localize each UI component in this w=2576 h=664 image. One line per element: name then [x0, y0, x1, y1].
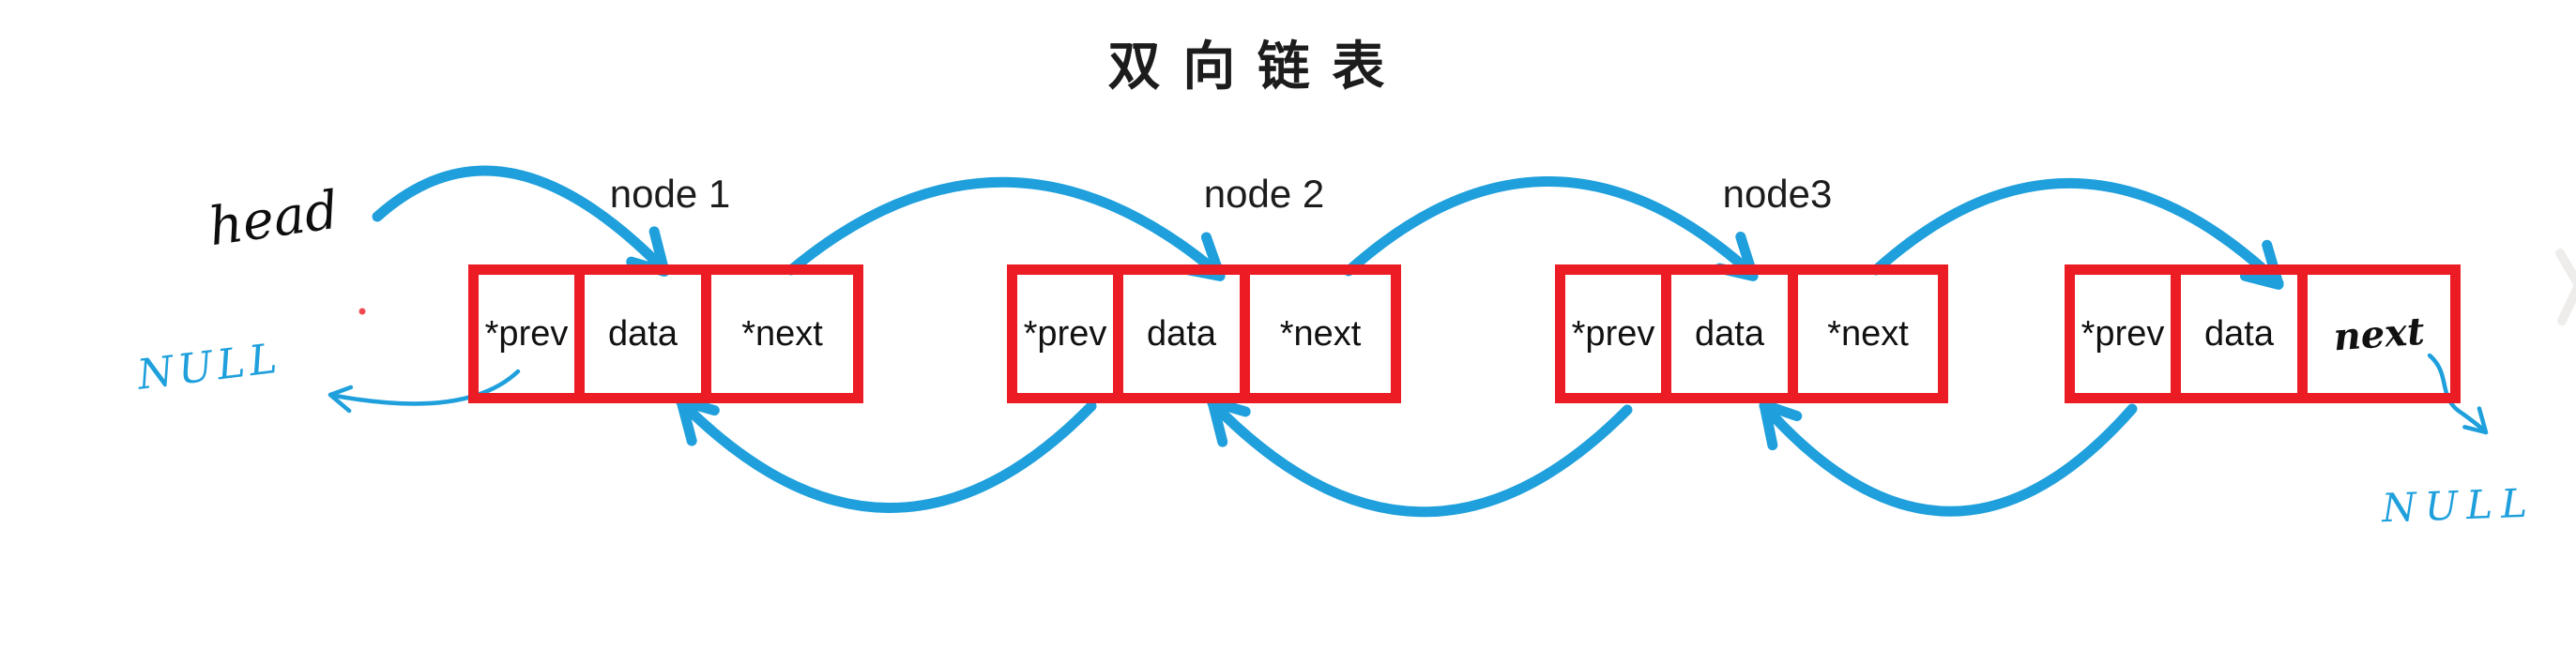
arrow-node1-next-to-node2: [785, 176, 1226, 281]
node-1: *prev data *next: [468, 264, 863, 403]
null-label-right: NULL: [2381, 479, 2537, 532]
arrow-node2-next-to-node3: [1343, 176, 1759, 281]
node3-label: node3: [1722, 172, 1833, 216]
arrow-node2-prev-to-node1: [676, 396, 1097, 513]
node-4: *prev data next: [2065, 264, 2461, 403]
node-3: *prev data *next: [1555, 264, 1948, 403]
arrow-node4-next-to-null: [2427, 353, 2489, 435]
node2-next-cell: *next: [1279, 313, 1362, 354]
arrow-node3-prev-to-node2: [1207, 397, 1633, 518]
node3-prev-cell: *prev: [1571, 313, 1655, 354]
node2-label: node 2: [1203, 172, 1325, 216]
red-speck: [358, 308, 366, 315]
node1-prev-cell: *prev: [484, 313, 569, 354]
arrow-node3-next-to-node4: [1870, 178, 2284, 290]
node-2: *prev data *next: [1007, 264, 1401, 403]
page-title: 双 向 链 表: [1107, 37, 1389, 96]
node4-prev-cell: *prev: [2081, 313, 2165, 354]
node2-prev-cell: *prev: [1023, 313, 1107, 354]
node3-data-cell: data: [1661, 275, 1798, 393]
node4-next-cell: next: [2332, 309, 2426, 359]
arrow-head-to-node1: [372, 165, 670, 277]
arrow-node1-prev-to-null: [328, 369, 521, 414]
node1-next-cell: *next: [741, 313, 823, 354]
node1-data-cell: data: [574, 275, 711, 393]
arrow-node4-prev-to-node3: [1759, 400, 2138, 517]
node1-label: node 1: [609, 172, 731, 216]
next-chevron-icon: [2555, 249, 2576, 325]
node3-next-cell: *next: [1827, 313, 1909, 354]
node4-data-cell: data: [2171, 275, 2308, 393]
node2-data-cell: data: [1113, 275, 1250, 393]
